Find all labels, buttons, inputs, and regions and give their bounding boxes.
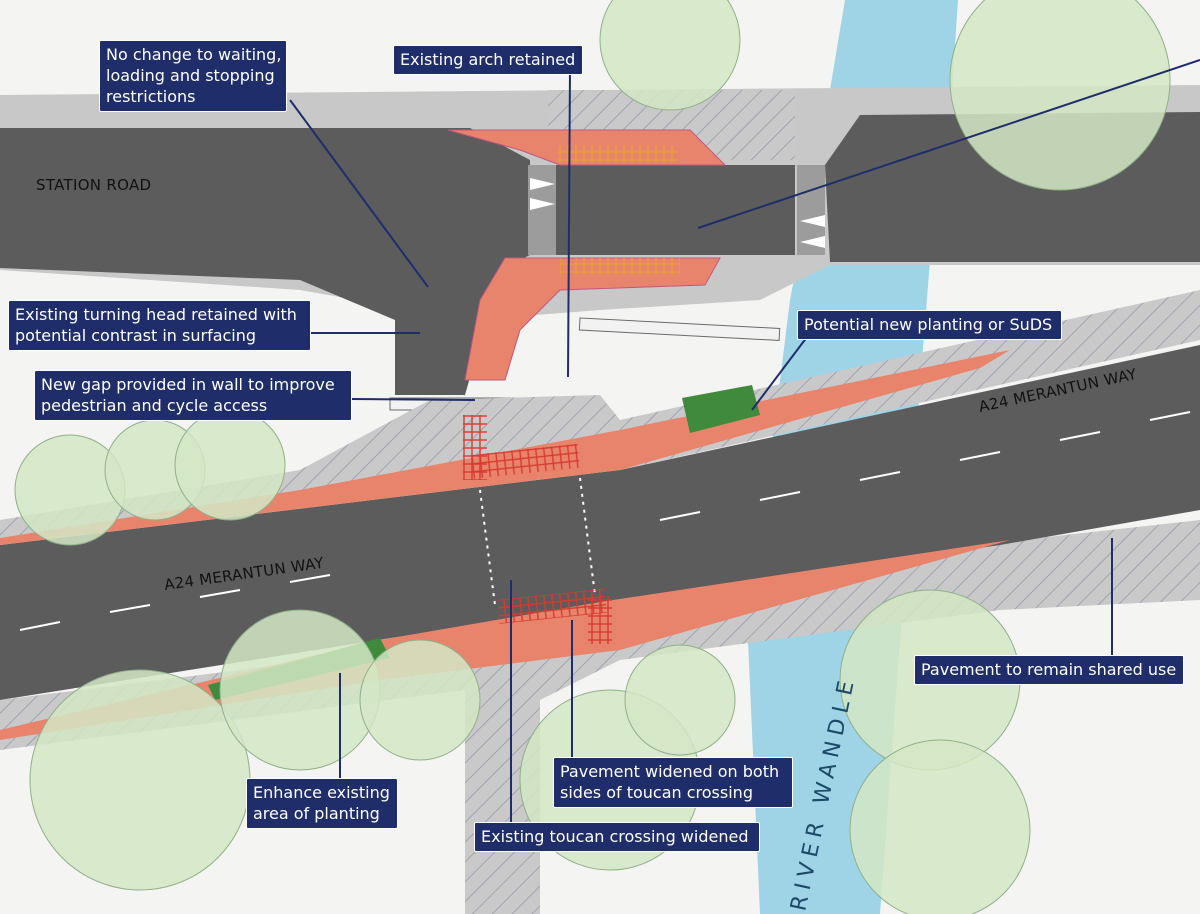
planting-north	[682, 385, 760, 433]
trees	[14, 0, 1171, 914]
tactile-crossing-north-horizontal	[470, 443, 580, 479]
callout-shared-use: Pavement to remain shared use	[914, 655, 1184, 685]
callout-turning-head: Existing turning head retained with pote…	[8, 300, 311, 351]
tactile-crossing-south-vertical	[588, 596, 612, 644]
label-station-road: STATION ROAD	[36, 176, 151, 194]
callout-no-change: No change to waiting, loading and stoppi…	[99, 40, 287, 112]
tactile-paving-south	[560, 258, 680, 276]
callout-toucan-widened: Existing toucan crossing widened	[474, 822, 760, 852]
callout-arch-retained: Existing arch retained	[393, 45, 583, 75]
wall-segment	[578, 317, 781, 341]
merantun-north-pavement	[0, 290, 1200, 540]
callout-pavement-widened: Pavement widened on both sides of toucan…	[553, 757, 793, 808]
leader-lines	[289, 59, 1200, 825]
callout-enhance-planting: Enhance existing area of planting	[246, 778, 398, 829]
lane-markings	[19, 411, 1191, 631]
proposed-cycle-track-south	[464, 257, 721, 381]
station-road-bridge-carriageway	[555, 165, 795, 255]
tactile-paving-north	[558, 145, 678, 163]
tactile-crossing-south-horizontal	[497, 588, 607, 624]
station-road-carriageway	[0, 128, 530, 395]
callout-new-gap: New gap provided in wall to improve pede…	[34, 370, 352, 421]
callout-new-planting: Potential new planting or SuDS	[797, 310, 1062, 340]
arch-pier-west	[528, 165, 556, 255]
